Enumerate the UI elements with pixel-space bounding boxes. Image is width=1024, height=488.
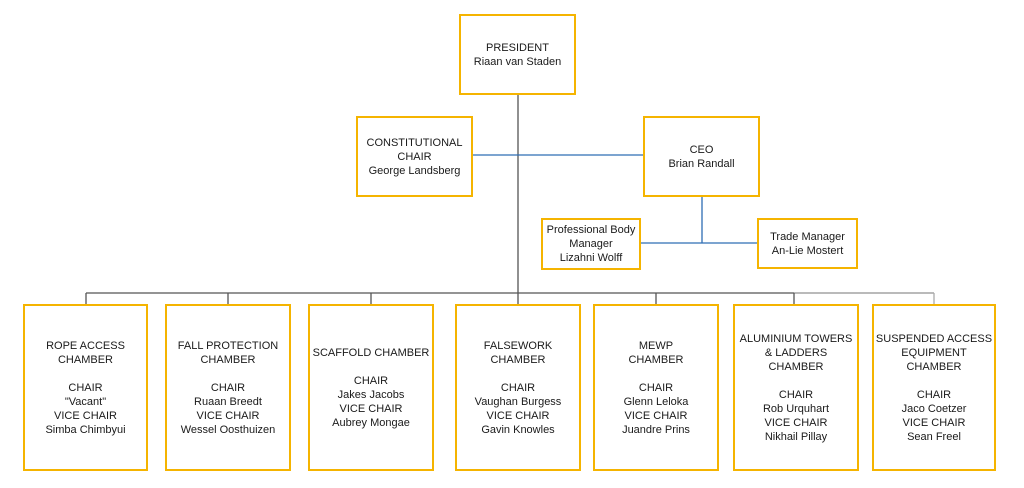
chair-label: CHAIR (778, 388, 814, 401)
chamber-suspended-access-equipment: SUSPENDED ACCESS EQUIPMENT CHAMBER CHAIR… (872, 304, 996, 471)
ceo-name: Brian Randall (668, 157, 735, 170)
chair-label: CHAIR (916, 388, 952, 401)
chamber-title-line: MEWP (638, 339, 674, 352)
chamber-scaffold: SCAFFOLD CHAMBER CHAIR Jakes Jacobs VICE… (308, 304, 434, 471)
vice-chair-label: VICE CHAIR (339, 402, 403, 415)
chamber-title-line: & LADDERS (764, 346, 828, 359)
professional-title-line1: Professional Body (546, 224, 636, 236)
vice-chair-name: Nikhail Pillay (764, 430, 828, 443)
chamber-fall-protection: FALL PROTECTION CHAMBER CHAIR Ruaan Bree… (165, 304, 291, 471)
chair-label: CHAIR (500, 381, 536, 394)
constitutional-title-line1: CONSTITUTIONAL (366, 136, 463, 149)
chair-name: Glenn Leloka (623, 395, 689, 408)
chair-name: Rob Urquhart (762, 402, 830, 415)
trade-name: An-Lie Mostert (771, 244, 844, 257)
vice-chair-label: VICE CHAIR (764, 416, 828, 429)
president-title: PRESIDENT (486, 41, 549, 54)
chamber-title-line: EQUIPMENT (901, 346, 967, 359)
trade-manager-box: Trade Manager An-Lie Mostert (757, 218, 858, 269)
chamber-title-line: CHAMBER (768, 360, 824, 373)
president-box: PRESIDENT Riaan van Staden (459, 14, 576, 95)
constitutional-name: George Landsberg (368, 164, 461, 177)
trade-title: Trade Manager (770, 230, 845, 243)
vice-chair-name: Wessel Oosthuizen (180, 423, 276, 436)
chamber-title-line: CHAMBER (57, 353, 113, 366)
chamber-title-line: SCAFFOLD CHAMBER (312, 346, 430, 359)
chamber-title-line: CHAMBER (906, 360, 962, 373)
chair-name: Jaco Coetzer (901, 402, 967, 415)
chair-label: CHAIR (68, 381, 103, 394)
chair-name: Jakes Jacobs (337, 388, 405, 401)
chamber-rope-access: ROPE ACCESS CHAMBER CHAIR "Vacant" VICE … (23, 304, 148, 471)
vice-chair-name: Simba Chimbyui (45, 423, 126, 436)
chamber-mewp: MEWP CHAMBER CHAIR Glenn Leloka VICE CHA… (593, 304, 719, 471)
chamber-falsework: FALSEWORK CHAMBER CHAIR Vaughan Burgess … (455, 304, 581, 471)
vice-chair-label: VICE CHAIR (486, 409, 550, 422)
professional-body-manager-box: Professional Body Manager Lizahni Wolff (541, 218, 641, 270)
vice-chair-name: Juandre Prins (622, 423, 690, 436)
chair-label: CHAIR (353, 374, 389, 387)
chamber-title-line: CHAMBER (628, 353, 684, 366)
vice-chair-name: Aubrey Mongae (332, 416, 410, 429)
chair-name: Vaughan Burgess (474, 395, 562, 408)
chamber-aluminium-towers-ladders: ALUMINIUM TOWERS & LADDERS CHAMBER CHAIR… (733, 304, 859, 471)
vice-chair-name: Sean Freel (907, 430, 961, 443)
chair-name: Ruaan Breedt (194, 395, 262, 408)
chair-name: "Vacant" (64, 395, 107, 408)
vice-chair-label: VICE CHAIR (624, 409, 688, 422)
chamber-title-line: FALL PROTECTION (177, 339, 279, 352)
vice-chair-label: VICE CHAIR (54, 409, 117, 422)
president-name: Riaan van Staden (473, 55, 562, 68)
chamber-title-line: CHAMBER (200, 353, 256, 366)
professional-name: Lizahni Wolff (559, 252, 623, 264)
chair-label: CHAIR (638, 381, 674, 394)
chamber-title-line: ALUMINIUM TOWERS (739, 332, 853, 345)
professional-title-line2: Manager (569, 238, 613, 250)
chamber-title-line: SUSPENDED ACCESS (875, 332, 993, 345)
chamber-title-line: CHAMBER (490, 353, 546, 366)
chamber-title-line: ROPE ACCESS (46, 339, 125, 352)
vice-chair-label: VICE CHAIR (902, 416, 966, 429)
vice-chair-name: Gavin Knowles (481, 423, 555, 436)
vice-chair-label: VICE CHAIR (196, 409, 260, 422)
chamber-title-line: FALSEWORK (483, 339, 553, 352)
constitutional-title-line2: CHAIR (397, 150, 432, 163)
ceo-title: CEO (689, 143, 714, 156)
ceo-box: CEO Brian Randall (643, 116, 760, 197)
chair-label: CHAIR (210, 381, 246, 394)
constitutional-chair-box: CONSTITUTIONAL CHAIR George Landsberg (356, 116, 473, 197)
